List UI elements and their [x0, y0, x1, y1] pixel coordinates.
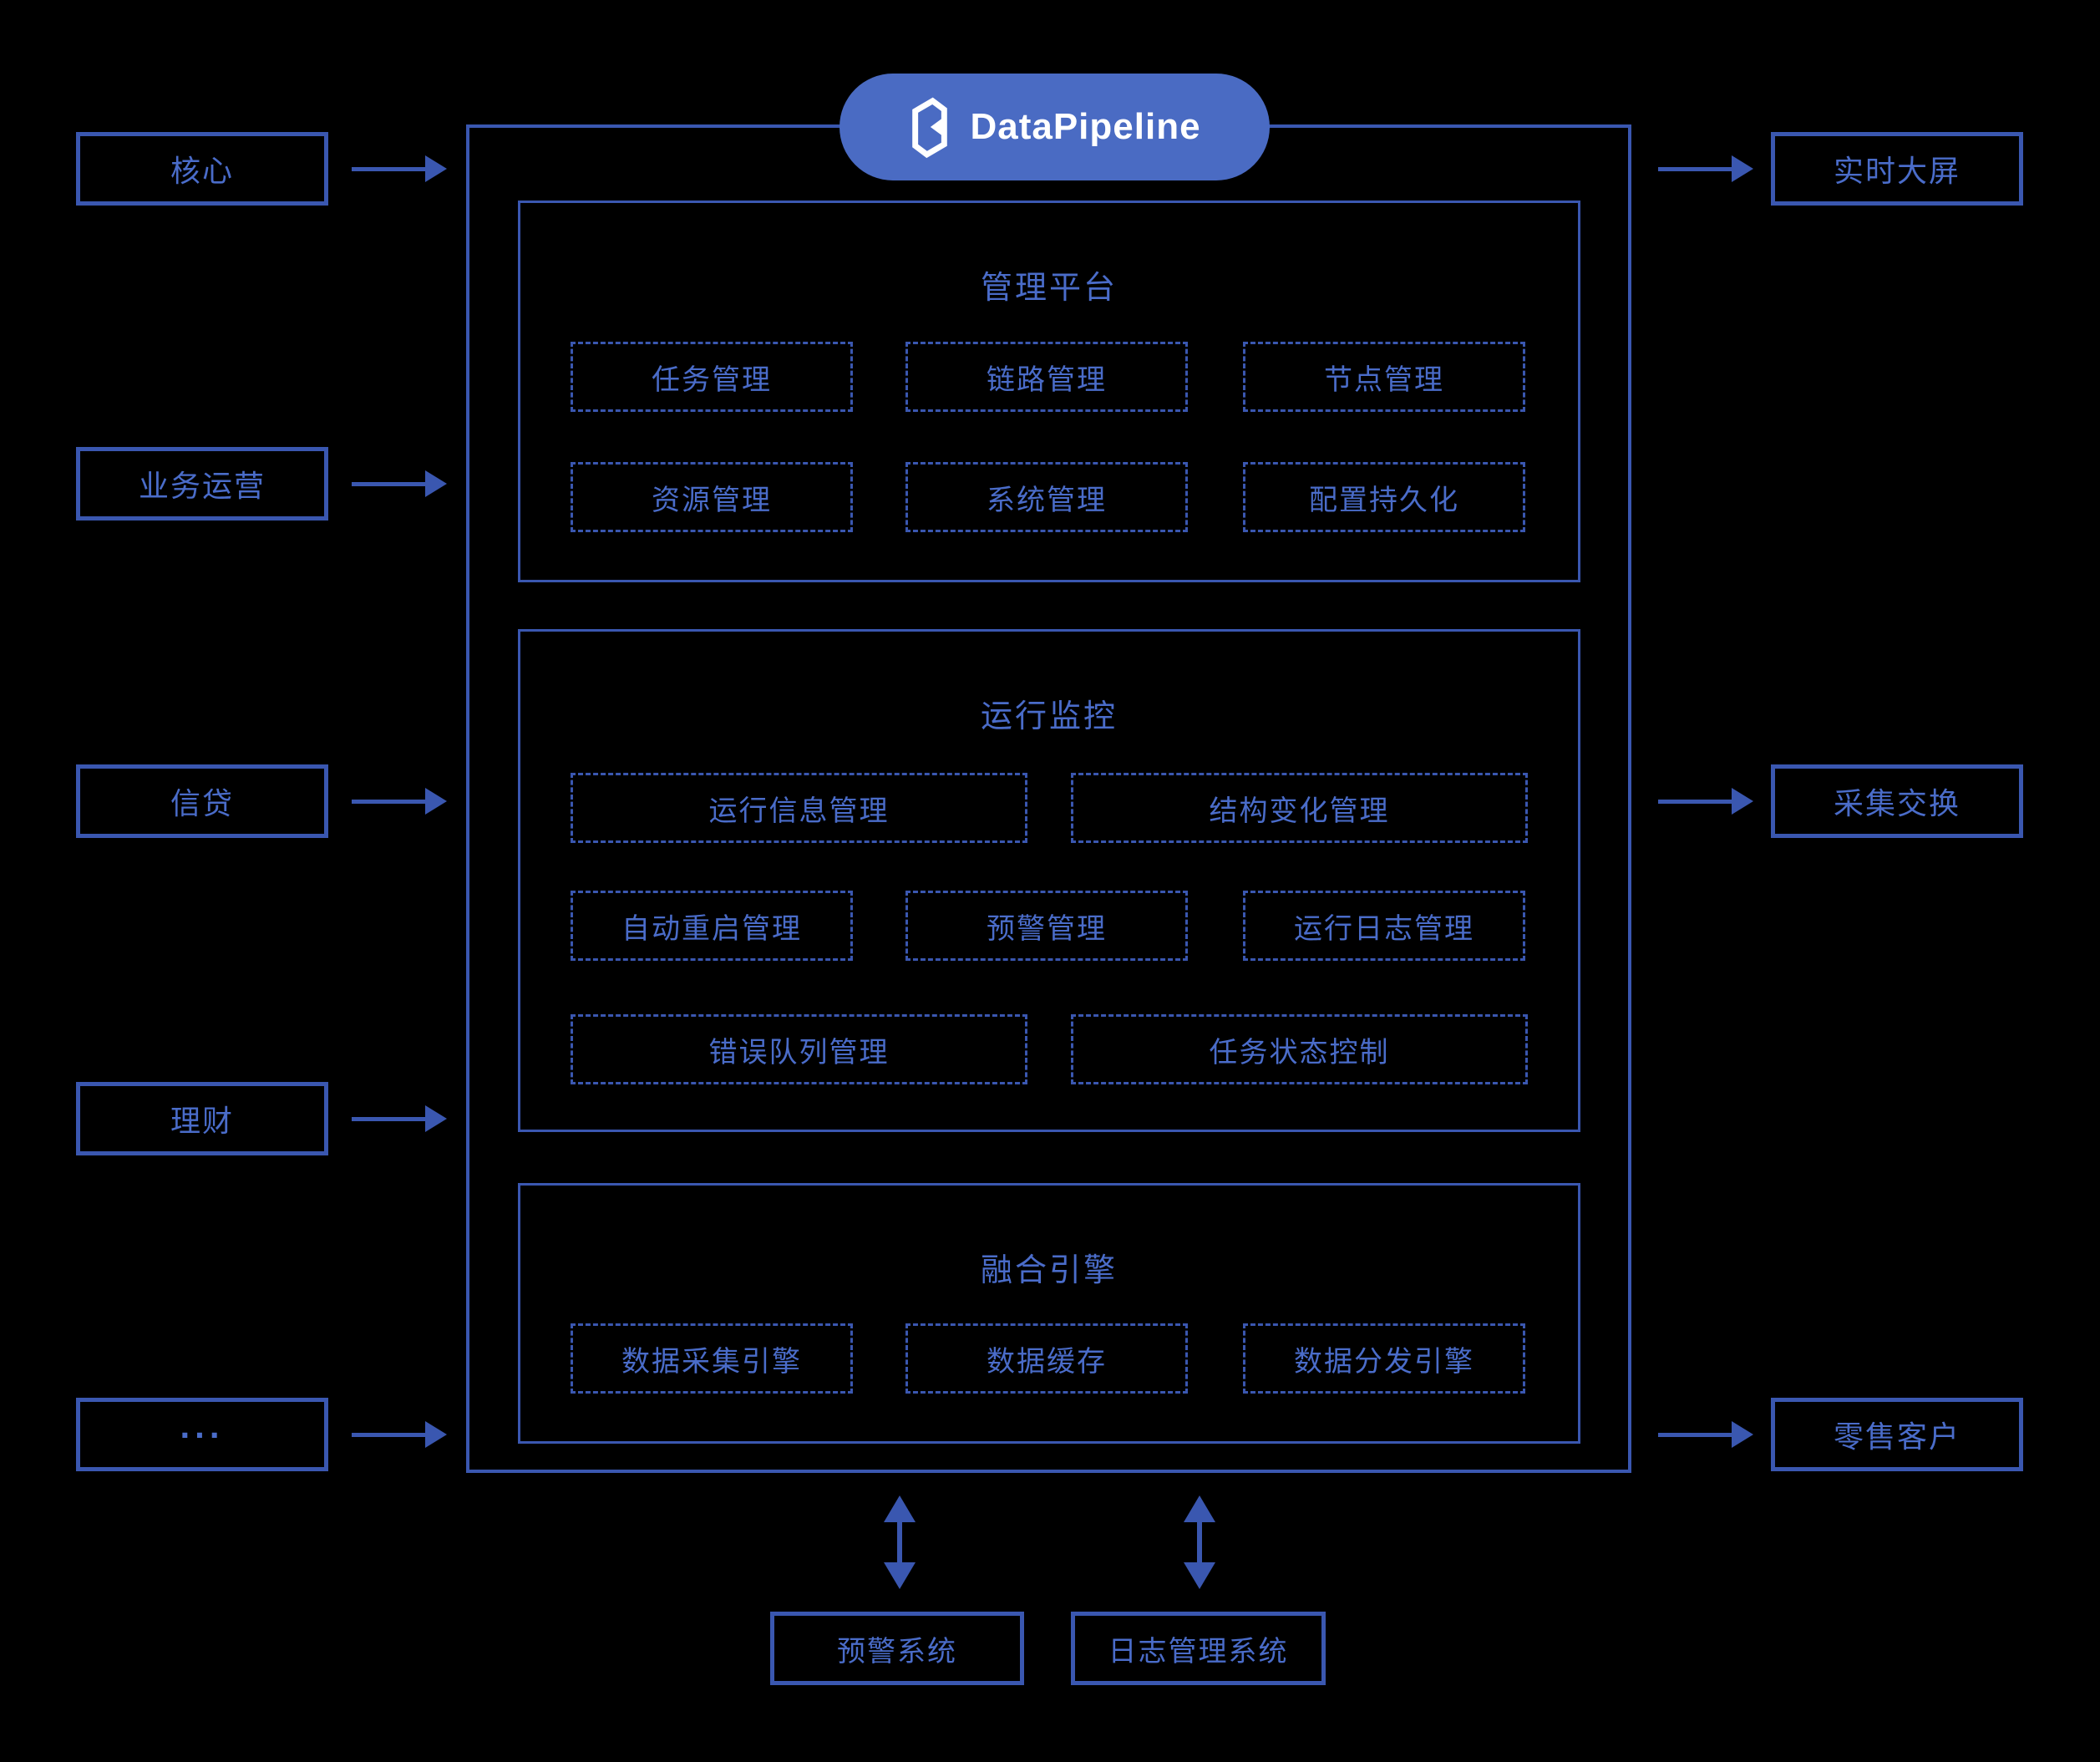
arrow-head	[1184, 1562, 1215, 1589]
module-box: 运行日志管理	[1243, 891, 1525, 961]
arrow-shaft	[1658, 166, 1732, 171]
right-arrow-icon	[352, 1421, 447, 1448]
channel-node-label: 核心	[170, 154, 234, 188]
module-label: 系统管理	[987, 484, 1107, 516]
vertical-double-arrow-icon	[1184, 1495, 1215, 1589]
channel-node-label: 业务运营	[138, 469, 266, 503]
section-title: 融合引擎	[980, 1253, 1118, 1288]
arrow-shaft	[352, 481, 425, 486]
section-title: 运行监控	[980, 699, 1118, 734]
module-label: 配置持久化	[1309, 484, 1459, 516]
arrow-shaft	[1658, 1432, 1732, 1437]
target-node-label: 实时大屏	[1833, 154, 1961, 188]
module-box: 资源管理	[571, 462, 853, 532]
module-box: 预警管理	[905, 891, 1188, 961]
module-box: 配置持久化	[1243, 462, 1525, 532]
channel-node-wealth: 理财	[76, 1082, 328, 1155]
section-fusion-engine: 融合引擎	[518, 1183, 1580, 1444]
module-box: 任务状态控制	[1071, 1014, 1528, 1084]
module-box: 任务管理	[571, 342, 853, 412]
module-box: 错误队列管理	[571, 1014, 1027, 1084]
target-node-label: 采集交换	[1833, 786, 1961, 820]
right-arrow-icon	[352, 1105, 447, 1132]
channel-node-credit: 信贷	[76, 764, 328, 838]
module-box: 数据分发引擎	[1243, 1323, 1525, 1394]
arrow-head	[425, 1105, 447, 1132]
module-label: 数据缓存	[987, 1345, 1107, 1378]
right-arrow-icon	[352, 470, 447, 497]
arrow-shaft	[352, 166, 425, 171]
channel-node-label: 理财	[170, 1104, 234, 1138]
arrow-head	[425, 788, 447, 815]
arrow-shaft	[1658, 799, 1732, 804]
section-title: 管理平台	[980, 271, 1118, 306]
module-label: 错误队列管理	[708, 1036, 890, 1069]
module-box: 数据缓存	[905, 1323, 1188, 1394]
arrow-shaft	[352, 1116, 425, 1121]
logo-text: DataPipeline	[970, 106, 1201, 147]
target-node-realtime-screen: 实时大屏	[1771, 132, 2023, 206]
target-node-label: 零售客户	[1833, 1419, 1961, 1454]
external-system-node-alert: 预警系统	[770, 1612, 1024, 1685]
module-box: 数据采集引擎	[571, 1323, 853, 1394]
right-arrow-icon	[1658, 155, 1753, 182]
arrow-head	[1184, 1495, 1215, 1522]
arrow-shaft	[352, 799, 425, 804]
module-box: 节点管理	[1243, 342, 1525, 412]
module-label: 任务管理	[652, 363, 772, 396]
module-box: 结构变化管理	[1071, 773, 1528, 843]
datapipeline-prism-icon	[912, 97, 948, 159]
channel-node-core: 核心	[76, 132, 328, 206]
arrow-shaft	[1197, 1522, 1202, 1562]
arrow-shaft	[352, 1432, 425, 1437]
logo-pill: DataPipeline	[839, 74, 1270, 180]
module-label: 节点管理	[1324, 363, 1444, 396]
external-system-node-log: 日志管理系统	[1071, 1612, 1326, 1685]
channel-node-business-ops: 业务运营	[76, 447, 328, 520]
module-label: 数据分发引擎	[1294, 1345, 1474, 1378]
external-system-label: 日志管理系统	[1108, 1635, 1289, 1668]
right-arrow-icon	[352, 155, 447, 182]
channel-node-label: ...	[180, 1406, 225, 1445]
arrow-head	[884, 1562, 916, 1589]
channel-node-label: 信贷	[170, 786, 234, 820]
module-label: 预警管理	[987, 912, 1107, 945]
module-label: 链路管理	[987, 363, 1107, 396]
module-label: 运行信息管理	[708, 795, 890, 827]
right-arrow-icon	[1658, 1421, 1753, 1448]
vertical-double-arrow-icon	[884, 1495, 916, 1589]
module-label: 资源管理	[652, 484, 772, 516]
arrow-head	[1732, 1421, 1753, 1448]
arrow-head	[884, 1495, 916, 1522]
module-label: 结构变化管理	[1209, 795, 1390, 827]
arrow-head	[425, 155, 447, 182]
external-system-label: 预警系统	[837, 1635, 957, 1668]
arrow-head	[1732, 155, 1753, 182]
module-label: 数据采集引擎	[621, 1345, 802, 1378]
arrow-head	[425, 470, 447, 497]
section-management-platform: 管理平台	[518, 201, 1580, 582]
target-node-retail-customer: 零售客户	[1771, 1398, 2023, 1471]
channel-node-more: ...	[76, 1398, 328, 1471]
section-operation-monitoring: 运行监控	[518, 629, 1580, 1132]
module-box: 系统管理	[905, 462, 1188, 532]
target-node-collect-exchange: 采集交换	[1771, 764, 2023, 838]
module-box: 链路管理	[905, 342, 1188, 412]
arrow-shaft	[897, 1522, 902, 1562]
module-label: 运行日志管理	[1294, 912, 1474, 945]
module-box: 运行信息管理	[571, 773, 1027, 843]
right-arrow-icon	[1658, 788, 1753, 815]
right-arrow-icon	[352, 788, 447, 815]
module-label: 任务状态控制	[1209, 1036, 1390, 1069]
arrow-head	[1732, 788, 1753, 815]
module-box: 自动重启管理	[571, 891, 853, 961]
arrow-head	[425, 1421, 447, 1448]
module-label: 自动重启管理	[621, 912, 802, 945]
